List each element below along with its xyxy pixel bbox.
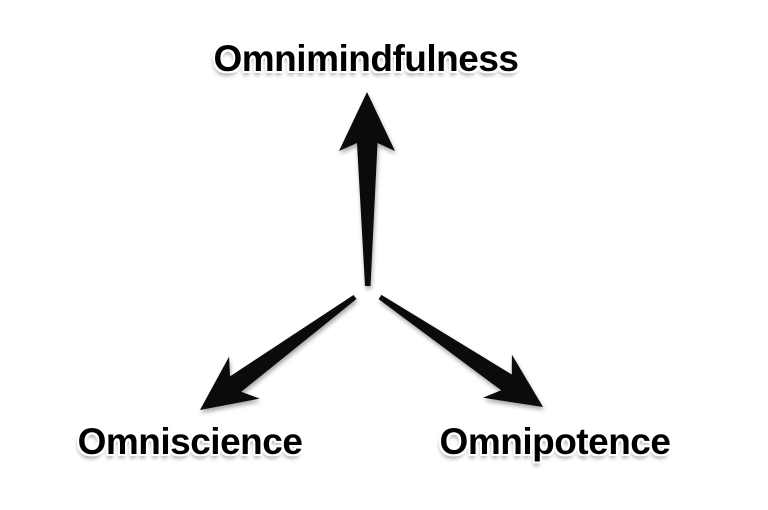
node-label-omnimindfulness: Omnimindfulness xyxy=(213,38,519,79)
arrow-down-right-icon xyxy=(378,294,543,407)
arrow-up-icon xyxy=(339,92,395,286)
arrow-down-left-icon xyxy=(200,295,357,410)
node-label-omnipotence: Omnipotence xyxy=(439,421,671,462)
node-label-omniscience: Omniscience xyxy=(77,421,303,462)
